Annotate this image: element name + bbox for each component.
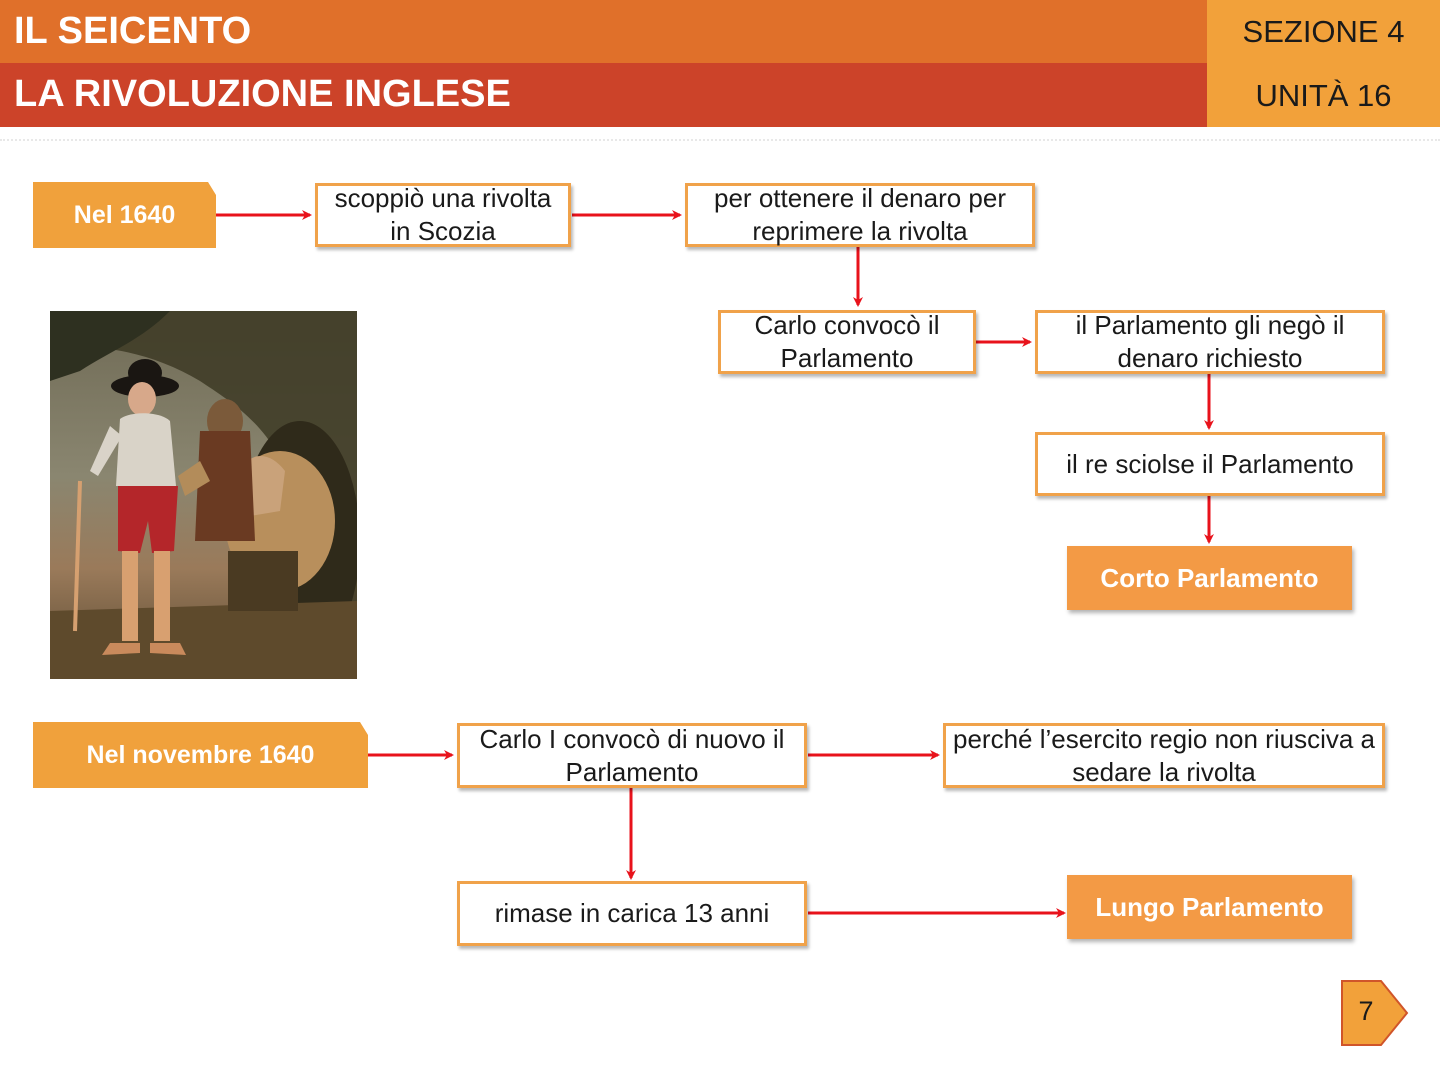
section-label: SEZIONE 4	[1242, 14, 1405, 49]
header-top-bar	[0, 0, 1207, 63]
box-army-failed: perché l’esercito regio non riusciva a s…	[943, 723, 1385, 788]
page-title: IL SEICENTO	[14, 10, 252, 52]
header-bottom-bar	[0, 63, 1207, 127]
portrait-painting-icon	[50, 311, 357, 679]
arrow-right-icon	[1341, 980, 1409, 1046]
box-thirteen-years: rimase in carica 13 anni	[457, 881, 807, 946]
unit-label: UNITÀ 16	[1255, 78, 1392, 113]
box-reconvene-parliament: Carlo I convocò di nuovo il Parlamento	[457, 723, 807, 788]
section-panel	[1207, 0, 1440, 127]
header-divider	[0, 139, 1440, 141]
box-revolt-scotland: scoppiò una rivolta in Scozia	[315, 183, 571, 247]
result-long-parliament: Lungo Parlamento	[1067, 875, 1352, 939]
date-tag-1640: Nel 1640	[33, 182, 216, 248]
box-king-dissolved: il re sciolse il Parlamento	[1035, 432, 1385, 496]
result-short-parliament: Corto Parlamento	[1067, 546, 1352, 610]
box-obtain-money: per ottenere il denaro per reprimere la …	[685, 183, 1035, 247]
next-page-button[interactable]: 7	[1341, 980, 1409, 1051]
page-subtitle: LA RIVOLUZIONE INGLESE	[14, 73, 511, 115]
box-parliament-denied: il Parlamento gli negò il denaro richies…	[1035, 310, 1385, 374]
box-convene-parliament: Carlo convocò il Parlamento	[718, 310, 976, 374]
date-tag-november-1640: Nel novembre 1640	[33, 722, 368, 788]
page-number: 7	[1358, 996, 1374, 1026]
